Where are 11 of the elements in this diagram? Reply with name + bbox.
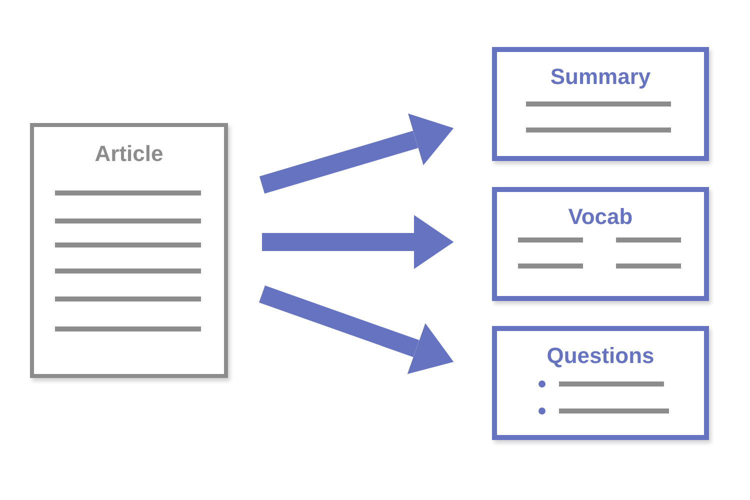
- output-card: [492, 47, 709, 161]
- card-title: Questions: [546, 343, 656, 369]
- card-title: Vocab: [567, 204, 634, 230]
- arrow: [259, 114, 454, 194]
- arrow: [262, 215, 454, 269]
- output-card: [492, 326, 709, 440]
- card-title: Summary: [549, 64, 652, 90]
- card-title: Article: [94, 141, 164, 167]
- document-card: [30, 123, 228, 378]
- output-card: [492, 187, 709, 301]
- arrow: [259, 286, 454, 374]
